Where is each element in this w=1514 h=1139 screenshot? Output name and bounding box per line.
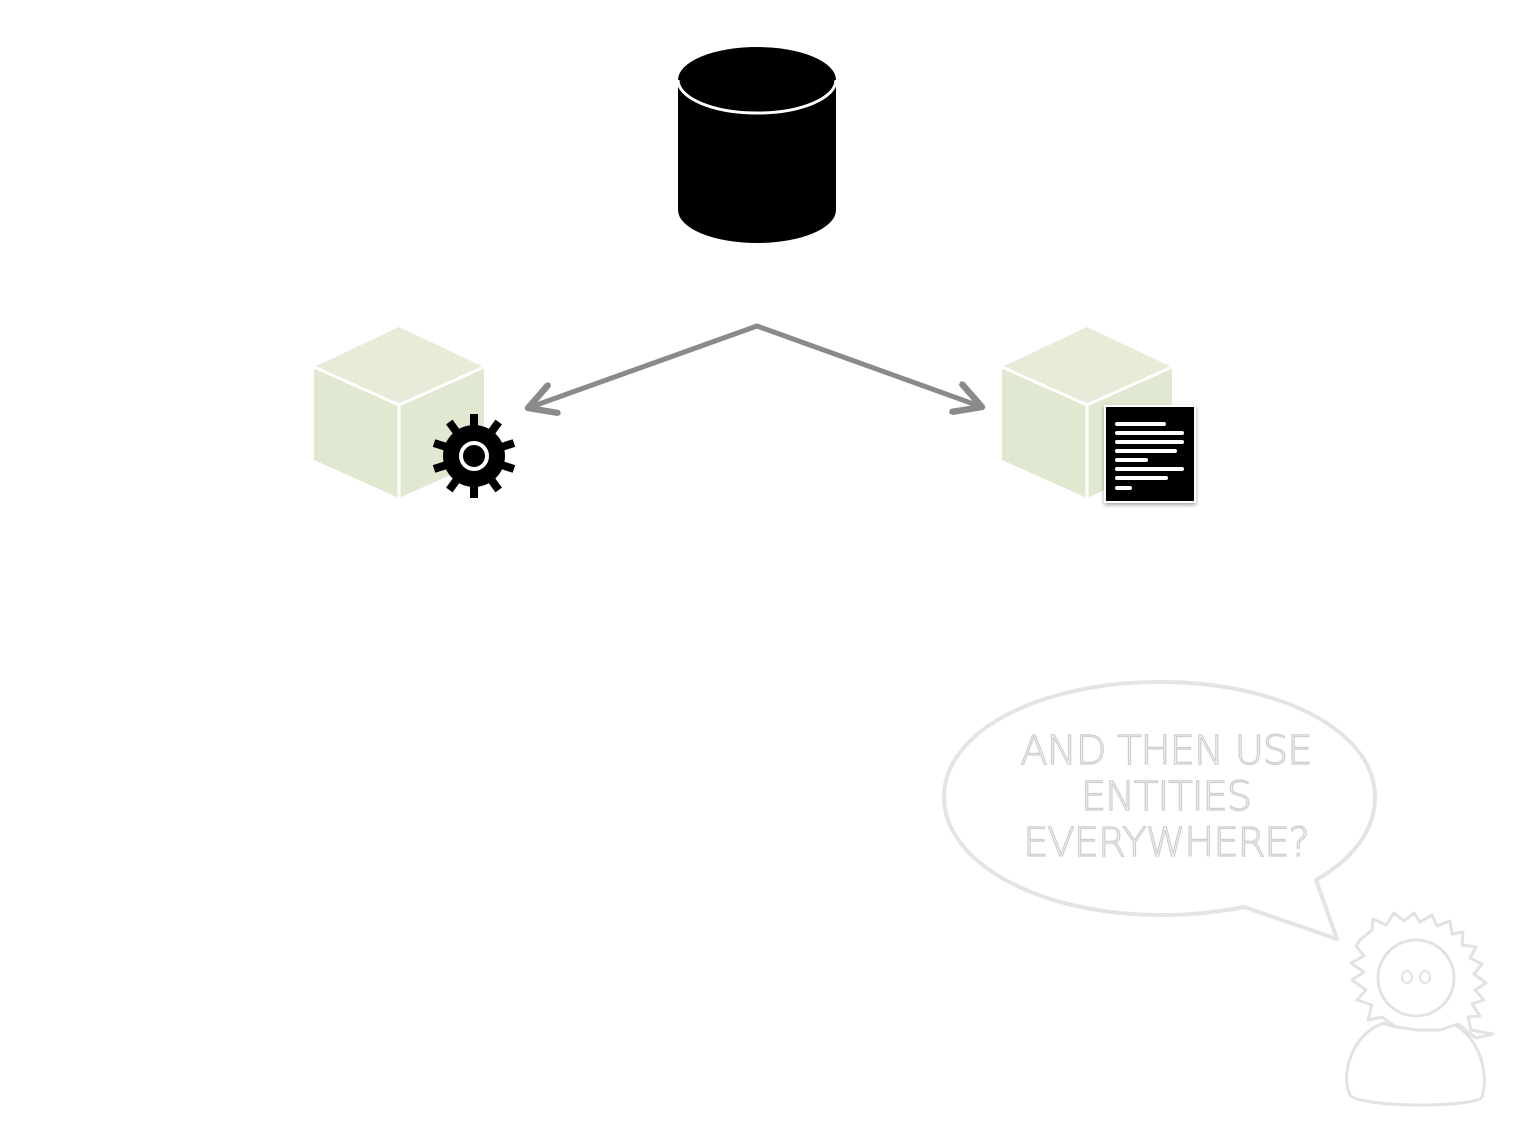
edge-database-to-service-module [528, 323, 760, 408]
character-eyes [1401, 970, 1431, 984]
gear-icon [432, 414, 516, 498]
document-icon [1104, 405, 1196, 503]
speech-line-2: ENTITIES [1080, 773, 1253, 820]
speech-bubble-text: AND THEN USE ENTITIES EVERYWHERE? [985, 727, 1347, 866]
cartoon-person-icon [1345, 911, 1495, 1107]
speech-line-3: EVERYWHERE? [1022, 819, 1310, 866]
speech-bubble [942, 680, 1377, 941]
edge-database-to-document-module [754, 323, 982, 407]
speech-line-1: AND THEN USE [1020, 727, 1313, 774]
database-icon [676, 47, 838, 243]
service-module-cube [313, 327, 485, 498]
